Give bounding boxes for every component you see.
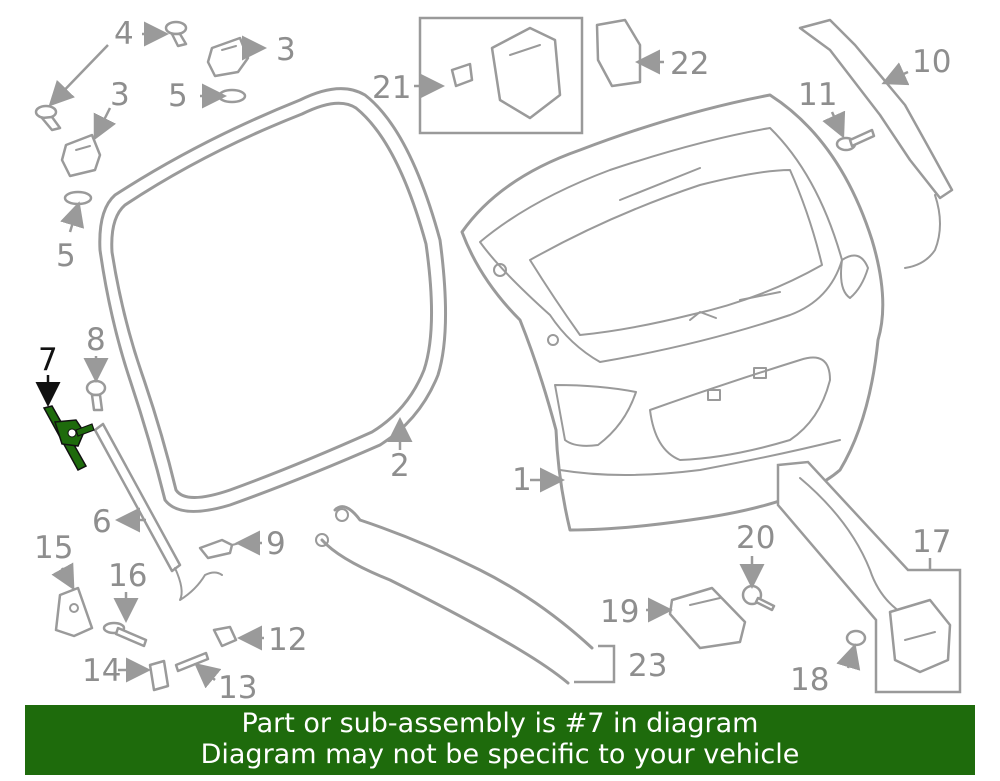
callout-2: 2	[390, 448, 410, 484]
callout-20: 20	[736, 520, 775, 556]
callout-6: 6	[92, 504, 112, 540]
spoiler-part-10	[798, 18, 954, 269]
hinge-part-3-upper	[206, 36, 250, 78]
callout-8: 8	[86, 322, 106, 358]
callout-1: 1	[512, 462, 532, 498]
latch-box-part-17	[776, 460, 962, 694]
liftgate-part-1	[460, 93, 885, 532]
bolt-part-8	[85, 379, 107, 412]
bolt-part-18	[845, 629, 867, 647]
info-banner: Part or sub-assembly is #7 in diagram Di…	[25, 705, 975, 775]
fastener-part-16	[102, 621, 148, 648]
callout-22: 22	[670, 46, 709, 82]
callout-5-lower: 5	[56, 238, 76, 274]
callout-16: 16	[108, 558, 147, 594]
callout-21: 21	[372, 70, 411, 106]
pin-part-13	[174, 651, 210, 673]
strut-part-6	[93, 422, 223, 601]
callout-3-lower: 3	[110, 77, 130, 113]
banner-line-2: Diagram may not be specific to your vehi…	[200, 739, 800, 770]
callout-10: 10	[912, 44, 951, 80]
bumper-part-14	[148, 659, 170, 692]
callout-13: 13	[218, 670, 257, 706]
bracket-part-15	[54, 586, 94, 638]
callout-17: 17	[912, 524, 951, 560]
callout-4: 4	[114, 16, 134, 52]
clip-part-12	[212, 625, 238, 648]
callout-labels: 1 2 3 3 4 5 5 6 7 8 9 10 11 12 13 14 15 …	[34, 16, 951, 706]
washer-part-5-upper	[217, 88, 247, 104]
callout-23: 23	[628, 648, 667, 684]
callout-18: 18	[790, 662, 829, 698]
callout-9: 9	[266, 526, 286, 562]
module-part-22	[595, 18, 642, 88]
callout-11: 11	[798, 77, 837, 113]
bolt-part-4-lower	[34, 104, 62, 132]
callout-7: 7	[38, 342, 58, 378]
bolt-part-11	[835, 128, 876, 152]
callout-5-upper: 5	[168, 78, 188, 114]
callout-19: 19	[600, 594, 639, 630]
cables-part-23	[315, 505, 616, 685]
callout-12: 12	[268, 622, 307, 658]
screw-part-20	[741, 584, 776, 612]
bolt-part-4-upper	[164, 20, 188, 48]
handle-switch-part-19	[668, 586, 747, 650]
bracket-part-7-highlighted	[42, 405, 95, 471]
actuator-box-part-21	[418, 16, 584, 135]
switch-part-9	[198, 538, 241, 560]
callout-15: 15	[34, 530, 73, 566]
callout-14: 14	[82, 653, 121, 689]
callout-3-upper: 3	[276, 32, 296, 68]
leader-lines	[35, 21, 932, 689]
hinge-part-3-lower	[60, 133, 102, 178]
banner-line-1: Part or sub-assembly is #7 in diagram	[241, 708, 759, 739]
washer-part-5-lower	[63, 190, 93, 206]
